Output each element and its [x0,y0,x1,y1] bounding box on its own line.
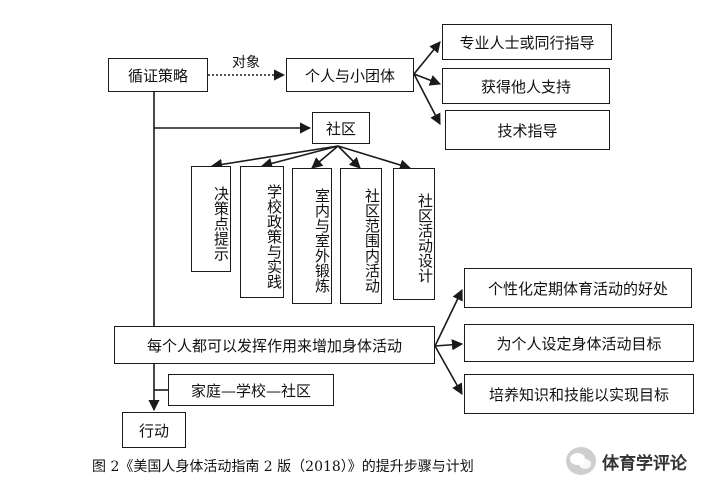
everyone-box: 每个人都可以发挥作用来增加身体活动 [114,326,435,364]
indoor-outdoor-label: 室内与室外锻炼 [313,187,331,293]
professional-label: 专业人士或同行指导 [459,33,595,52]
family-label: 家庭—学校—社区 [190,381,311,400]
community-box: 社区 [312,112,370,144]
skills-label: 培养知识和技能以实现目标 [488,385,669,404]
technical-box: 技术指导 [445,110,610,150]
community-design-label: 社区活动设计 [416,193,434,283]
professional-box: 专业人士或同行指导 [442,24,612,60]
wechat-icon [566,447,596,475]
strategy-box: 循证策略 [108,58,208,92]
school-policy-label: 学校政策与实践 [265,183,283,289]
support-box: 获得他人支持 [442,68,610,104]
target-label: 对象 [232,55,260,71]
skills-box: 培养知识和技能以实现目标 [464,374,694,414]
watermark: 体育学评论 [566,447,687,475]
family-box: 家庭—学校—社区 [168,374,334,406]
community-range-label: 社区范围内活动 [363,187,381,293]
individual-box: 个人与小团体 [286,58,414,92]
school-policy-box: 学校政策与实践 [240,166,284,298]
community-range-box: 社区范围内活动 [340,168,382,304]
everyone-label: 每个人都可以发挥作用来增加身体活动 [146,336,402,355]
benefits-label: 个性化定期体育活动的好处 [487,279,668,298]
decision-box: 决策点提示 [191,166,231,272]
indoor-outdoor-box: 室内与室外锻炼 [292,168,332,304]
watermark-text: 体育学评论 [602,453,687,474]
benefits-box: 个性化定期体育活动的好处 [464,268,692,308]
support-label: 获得他人支持 [480,77,571,96]
goals-box: 为个人设定身体活动目标 [464,324,694,362]
figure-caption: 图 2《美国人身体活动指南 2 版（2018）》的提升步骤与计划 [92,459,474,475]
individual-label: 个人与小团体 [304,66,395,85]
action-box: 行动 [122,412,186,448]
goals-label: 为个人设定身体活动目标 [496,334,662,353]
strategy-label: 循证策略 [127,66,188,85]
decision-label: 决策点提示 [212,185,230,261]
community-label: 社区 [325,119,356,138]
technical-label: 技术指导 [497,121,558,140]
community-design-box: 社区活动设计 [393,168,435,300]
action-label: 行动 [138,421,169,440]
